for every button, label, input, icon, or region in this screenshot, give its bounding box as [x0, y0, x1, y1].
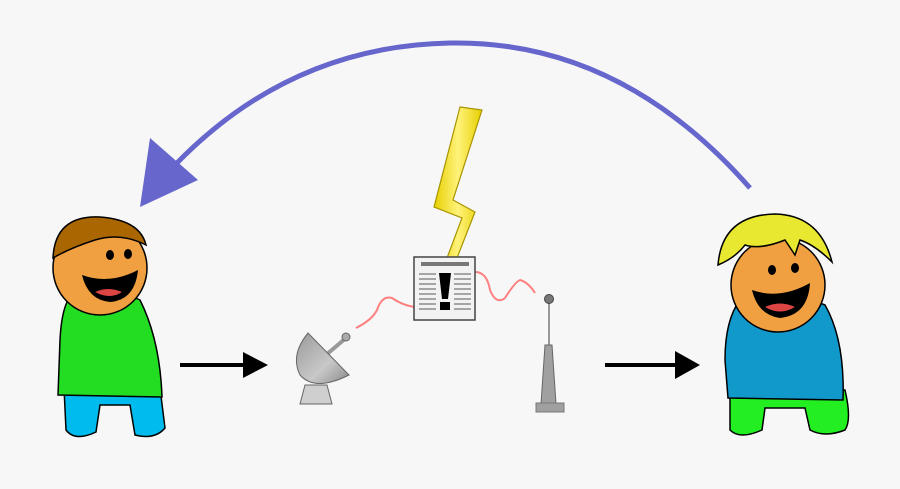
right-mouth	[752, 283, 810, 318]
right-pants	[729, 389, 850, 436]
lightning-bolt-icon	[433, 106, 483, 259]
right-hair	[717, 213, 834, 267]
satellite-dish-icon	[295, 332, 351, 405]
right-eye	[791, 263, 799, 273]
radio-tower-icon	[535, 294, 565, 413]
flow-arrow-right	[605, 351, 700, 379]
return-arrowhead	[140, 138, 198, 207]
flow-arrow-left	[180, 352, 268, 378]
right-head	[730, 237, 826, 333]
signal-wave-left	[355, 296, 415, 329]
person-right	[717, 213, 850, 436]
return-arc	[173, 40, 752, 190]
left-hair	[52, 216, 148, 260]
signal-wave-right	[474, 271, 536, 302]
left-eye	[124, 249, 132, 259]
left-pants	[63, 387, 166, 438]
return-arrow	[140, 40, 752, 207]
right-eye	[768, 265, 776, 275]
exclamation-icon	[439, 273, 451, 299]
newspaper-alert-icon	[413, 256, 476, 321]
person-left	[52, 216, 166, 438]
left-mouth	[82, 270, 138, 302]
left-eye	[106, 250, 114, 260]
